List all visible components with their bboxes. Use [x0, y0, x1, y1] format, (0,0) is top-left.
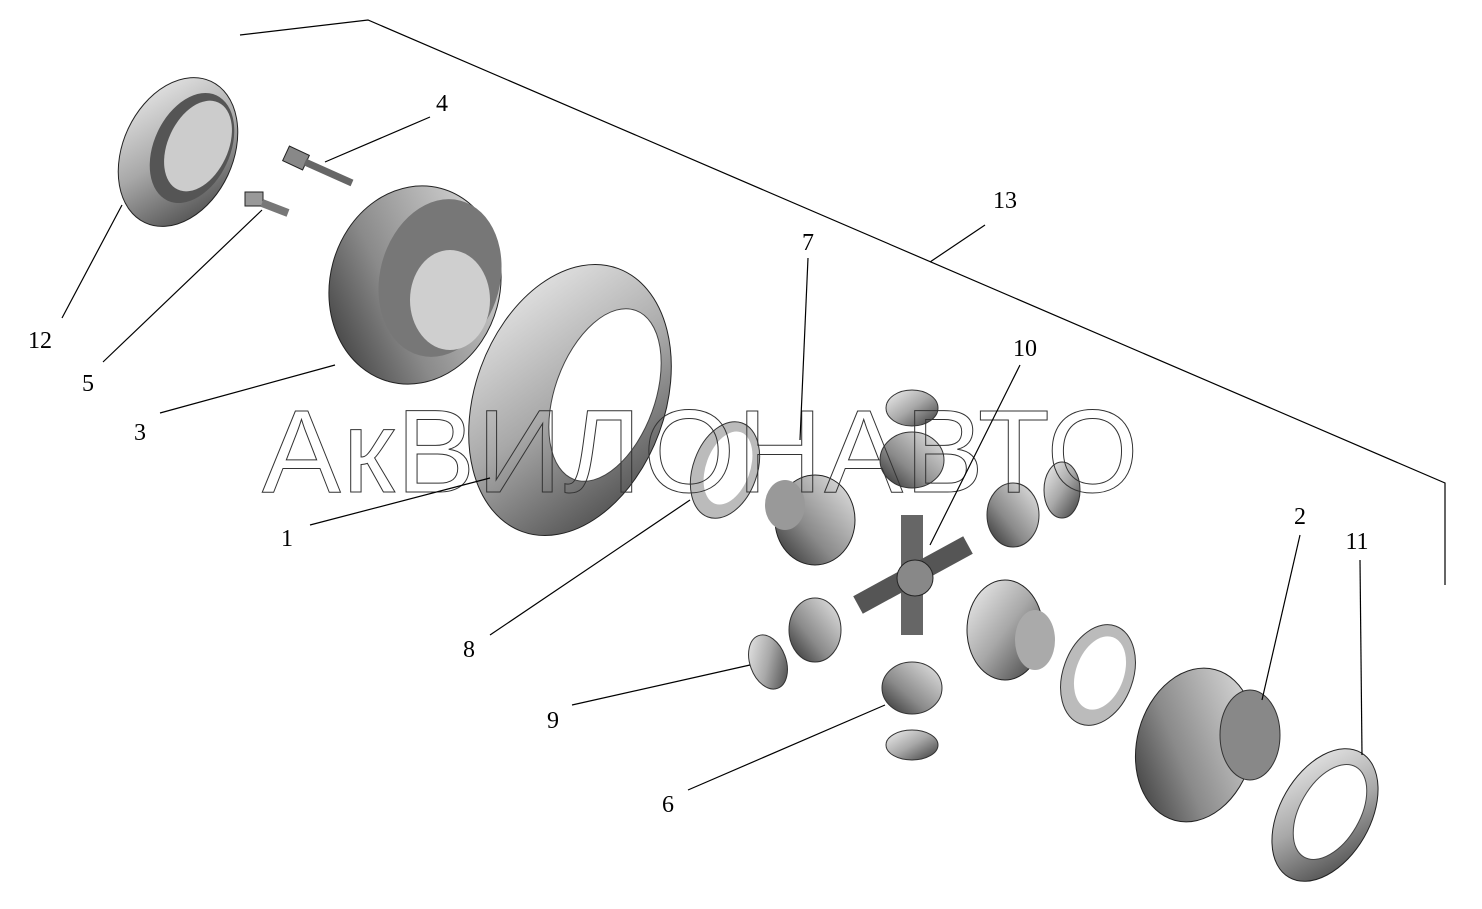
- bearing-11: [1271, 748, 1379, 882]
- callout-6: 6: [662, 792, 674, 818]
- bearing-12: [117, 77, 239, 227]
- bolt-5: [244, 191, 290, 217]
- pinion-gears: [748, 389, 1081, 761]
- thrust-washer-8: [689, 421, 761, 519]
- callout-5: 5: [82, 371, 94, 397]
- leader-lines: [61, 116, 1363, 791]
- assembly-bracket-line: [239, 19, 1446, 585]
- callout-10: 10: [1013, 336, 1037, 362]
- side-gear-right: [966, 579, 1055, 681]
- callout-3: 3: [134, 420, 146, 446]
- differential-case-2: [1134, 667, 1281, 823]
- callout-13: 13: [993, 188, 1017, 214]
- callout-9: 9: [547, 708, 559, 734]
- callout-11: 11: [1345, 529, 1368, 555]
- callout-1: 1: [281, 526, 293, 552]
- callout-8: 8: [463, 637, 475, 663]
- watermark-text: АкВИЛОНАВТО: [262, 386, 1140, 518]
- ring-gear-1: [468, 263, 672, 537]
- callout-7: 7: [802, 230, 814, 256]
- callout-12: 12: [28, 328, 52, 354]
- callout-4: 4: [436, 91, 448, 117]
- thrust-washer-right: [1060, 624, 1136, 726]
- side-gear-7: [765, 474, 856, 566]
- spider-cross-10: [853, 515, 973, 635]
- callout-2: 2: [1294, 504, 1306, 530]
- bolt-4: [281, 145, 354, 187]
- differential-case-3: [328, 185, 502, 385]
